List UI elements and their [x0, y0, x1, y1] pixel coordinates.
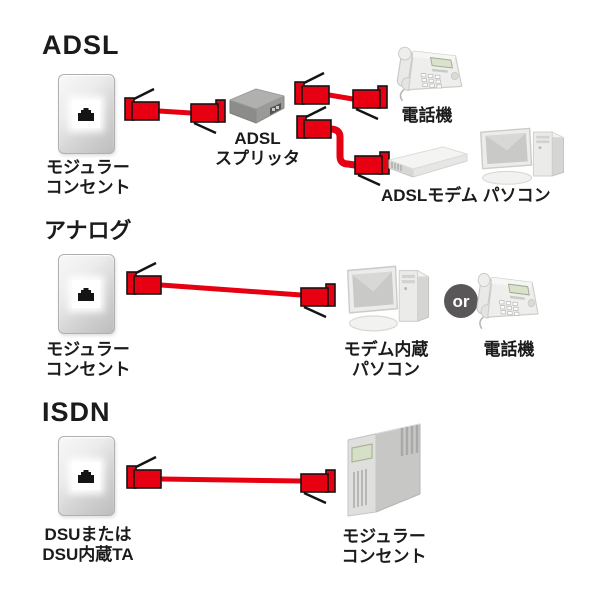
jack-plate — [72, 100, 100, 128]
desktop-pc — [480, 127, 565, 185]
modular-jack-icon — [78, 469, 94, 483]
or-badge: or — [444, 284, 478, 318]
modular-outlet — [58, 254, 115, 334]
telephone — [475, 272, 539, 330]
modular-outlet — [58, 74, 115, 154]
modem-pc-label: モデム内蔵 パソコン — [343, 340, 429, 380]
outlet-label: モジュラー コンセント — [45, 340, 131, 380]
modem-pc-label: ADSLモデム パソコン — [381, 186, 551, 205]
jack-plate — [72, 280, 100, 308]
splitter-label: ADSL スプリッタ — [215, 129, 300, 169]
section-heading-isdn: ISDN — [42, 397, 111, 427]
phone-cable — [125, 455, 337, 505]
modular-outlet — [58, 436, 115, 516]
modem-pc — [346, 265, 430, 332]
adsl-splitter — [229, 88, 285, 124]
phone-label: 電話機 — [483, 340, 535, 359]
telephone — [395, 46, 463, 102]
phone-cable — [125, 261, 337, 319]
section-heading-adsl: ADSL — [42, 30, 120, 60]
adsl-modem — [388, 146, 468, 178]
outlet-label: モジュラー コンセント — [45, 158, 131, 198]
phone-cable — [293, 71, 389, 121]
phone-label: 電話機 — [401, 106, 453, 125]
modular-jack-icon — [78, 287, 94, 301]
dsu-label: DSUまたは DSU内蔵TA — [42, 525, 134, 565]
phone-cable — [295, 105, 391, 187]
terminal-label: モジュラー コンセント — [341, 527, 427, 567]
isdn-terminal-device — [347, 423, 421, 517]
phone-cable — [123, 87, 227, 135]
modular-jack-icon — [78, 107, 94, 121]
section-heading-analog: アナログ — [44, 218, 132, 243]
jack-plate — [72, 462, 100, 490]
